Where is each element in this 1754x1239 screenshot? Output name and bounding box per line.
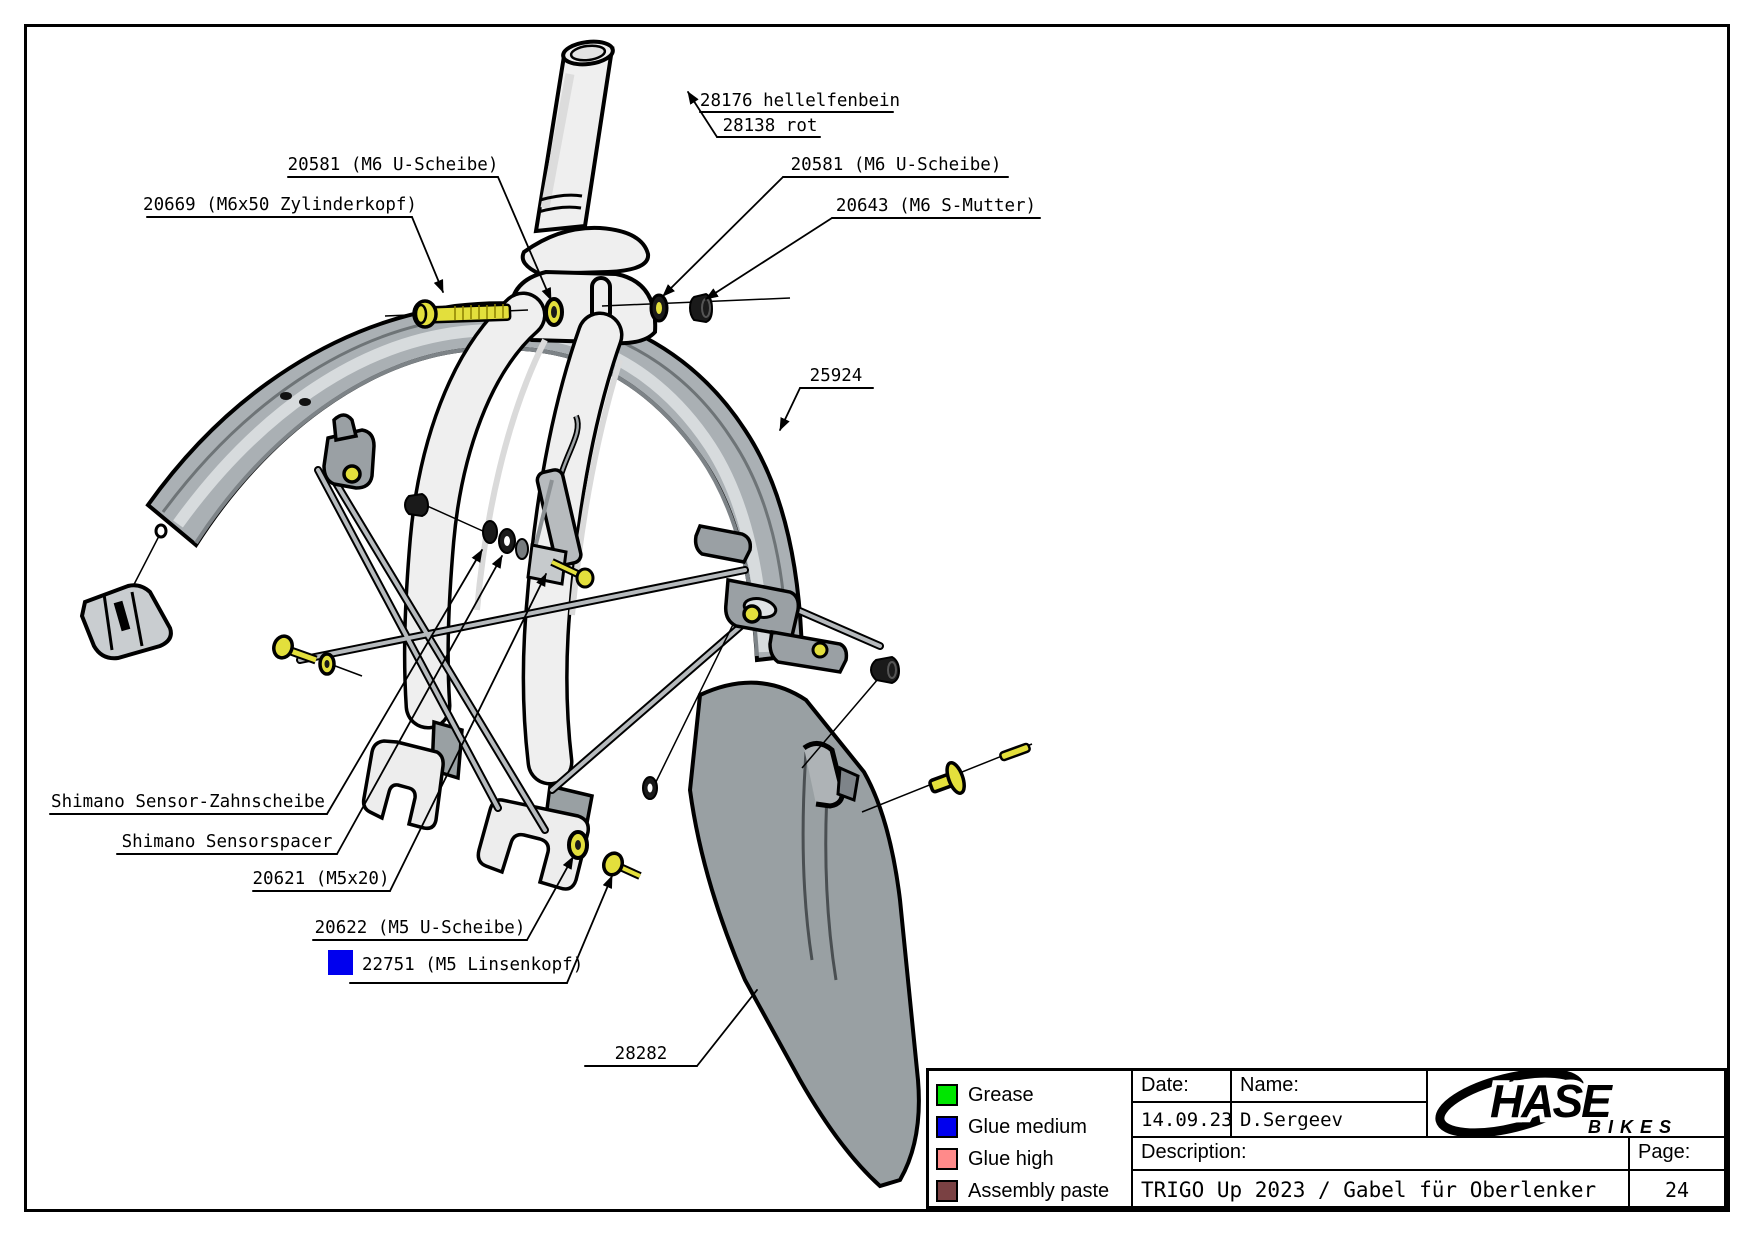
flap-rivet: [928, 760, 966, 795]
legend-label: Glue high: [968, 1147, 1054, 1170]
legend-item: Glue high: [936, 1143, 1131, 1175]
page-label: Page:: [1630, 1138, 1724, 1171]
label-20669: 20669 (M6x50 Zylinderkopf): [143, 195, 417, 215]
fender-hole: [280, 392, 292, 400]
bolt-m6x50: [412, 299, 512, 329]
nut-m6: [688, 292, 714, 324]
glue-medium-marker: [328, 950, 353, 975]
assembly-line: [801, 671, 885, 769]
washer-black: [642, 776, 658, 800]
description-value: TRIGO Up 2023 / Gabel für Oberlenker: [1133, 1171, 1630, 1206]
nut-m5: [403, 492, 430, 518]
washer-m6-right: [649, 293, 669, 323]
bolt-m5-linsenkopf: [601, 851, 642, 880]
date-value: 14.09.23: [1133, 1103, 1232, 1138]
label-sensorspacer: Shimano Sensorspacer: [122, 832, 333, 852]
logo-text-hase: HASE: [1490, 1075, 1613, 1127]
flap-pin: [999, 742, 1031, 762]
legend-label: Grease: [968, 1083, 1034, 1106]
brand-logo: HASE BIKES: [1428, 1071, 1724, 1138]
legend-label: Assembly paste: [968, 1179, 1110, 1202]
legend-item: Assembly paste: [936, 1175, 1131, 1206]
drawing-border: [24, 24, 1730, 1212]
fender-stays: [296, 466, 884, 834]
washer-m5-dropout: [567, 830, 589, 860]
legend-swatch: [936, 1116, 958, 1138]
bolt-m5-left: [272, 634, 336, 676]
label-20581-right: 20581 (M6 U-Scheibe): [791, 155, 1002, 175]
fork-crown-collar: [520, 225, 651, 277]
legend-swatch: [936, 1084, 958, 1106]
sensor-spacer: [515, 538, 529, 560]
hardware: [272, 292, 1031, 880]
legend-label: Glue medium: [968, 1115, 1087, 1138]
legend-item: Grease: [936, 1079, 1131, 1111]
legend-swatch: [936, 1148, 958, 1170]
label-20643: 20643 (M6 S-Mutter): [836, 196, 1036, 216]
sensor-washer: [482, 520, 498, 544]
name-value: D.Sergeev: [1232, 1103, 1428, 1138]
label-28282: 28282: [615, 1044, 668, 1064]
label-20581-left: 20581 (M6 U-Scheibe): [288, 155, 499, 175]
label-28176: 28176 hellelfenbein: [700, 91, 900, 111]
fender-hole: [299, 398, 311, 406]
right-stay-bracket: [693, 524, 849, 674]
logo-text-bikes: BIKES: [1588, 1117, 1678, 1136]
label-20622: 20622 (M5 U-Scheibe): [315, 918, 526, 938]
date-label: Date:: [1133, 1071, 1232, 1103]
fork-dropout: [361, 739, 445, 831]
washer-m6-left: [544, 297, 564, 327]
label-28138: 28138 rot: [723, 116, 818, 136]
label-sensor-zahnscheibe: Shimano Sensor-Zahnscheibe: [51, 792, 325, 812]
fork: [361, 39, 658, 891]
legend-item: Glue medium: [936, 1111, 1131, 1143]
label-20621: 20621 (M5x20): [253, 869, 390, 889]
speed-sensor: [482, 414, 595, 589]
mud-flap: [687, 680, 921, 1189]
upper-stay-bracket: [322, 413, 376, 490]
label-22751: 22751 (M5 Linsenkopf): [362, 955, 583, 975]
fender-clip: [79, 583, 173, 661]
logo-swoosh: [1435, 1071, 1585, 1136]
sensor-bolt-head: [575, 567, 595, 589]
description-label: Description:: [1133, 1138, 1630, 1171]
label-25924: 25924: [810, 366, 863, 386]
fender-tip-hole: [154, 523, 168, 539]
page-value: 24: [1664, 1178, 1690, 1202]
nut-flap: [869, 655, 901, 685]
name-label: Name:: [1232, 1071, 1428, 1103]
legend-swatch: [936, 1180, 958, 1202]
callouts: 28176 hellelfenbein 28138 rot 20581 (M6 …: [49, 91, 1041, 1067]
